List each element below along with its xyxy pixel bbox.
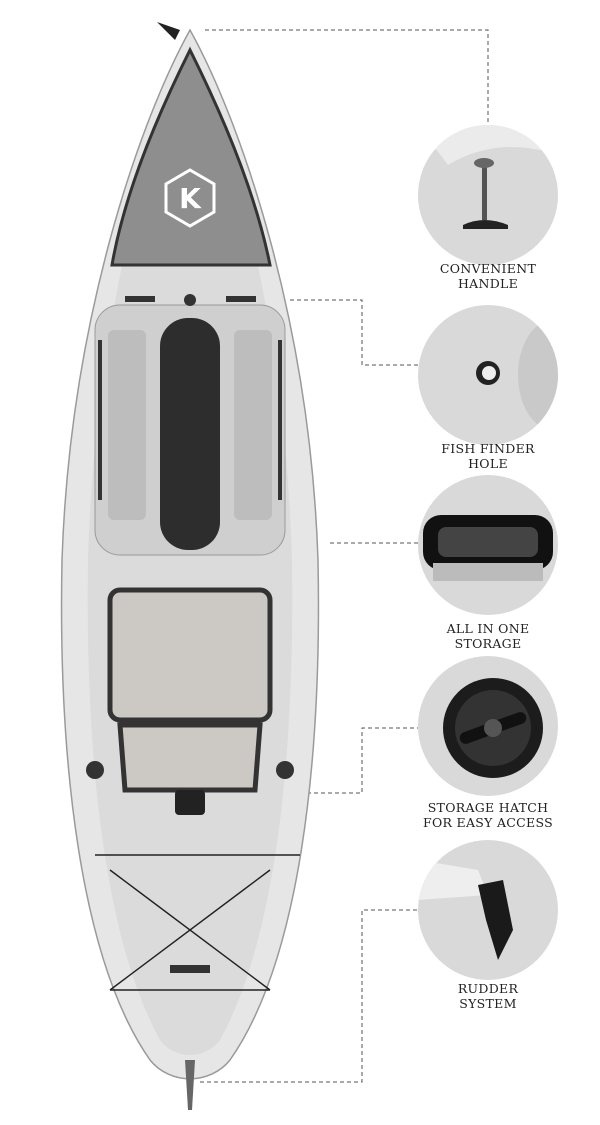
feature-label-line2: STORAGE — [454, 636, 522, 651]
callout-line-hatch — [300, 727, 418, 794]
center-mount-plate — [160, 318, 220, 550]
callout-line-fish-finder — [290, 299, 418, 366]
feature-label-line2: SYSTEM — [459, 996, 517, 1011]
feature-label-line1: STORAGE HATCH — [427, 800, 549, 815]
stern-bungee — [95, 854, 300, 991]
bow-handle — [157, 22, 180, 40]
feature-label-line1: FISH FINDER — [441, 441, 535, 456]
fish-finder-hole-icon — [418, 305, 558, 445]
feature-label-line2: FOR EASY ACCESS — [423, 815, 553, 830]
bow-storage-bag — [110, 46, 272, 267]
feature-label-line1: RUDDER — [457, 981, 519, 996]
storage-icon — [418, 475, 558, 615]
rudder — [185, 1060, 195, 1110]
callout-line-handle — [205, 29, 489, 125]
fish-finder-hole — [184, 294, 196, 306]
feature-label-line2: HANDLE — [457, 276, 519, 291]
k-logo — [164, 168, 216, 228]
callout-line-rudder — [200, 909, 418, 1083]
rudder-icon — [418, 840, 558, 980]
callout-lines — [200, 29, 489, 1083]
feature-label-line1: ALL IN ONE — [446, 621, 530, 636]
svg-text:K: K — [179, 182, 202, 215]
handle-icon — [418, 125, 558, 265]
feature-label-line2: HOLE — [468, 456, 508, 471]
feature-label-line1: CONVENIENT — [439, 261, 537, 276]
hatch-icon — [418, 656, 558, 796]
kayak-seat — [107, 587, 273, 723]
